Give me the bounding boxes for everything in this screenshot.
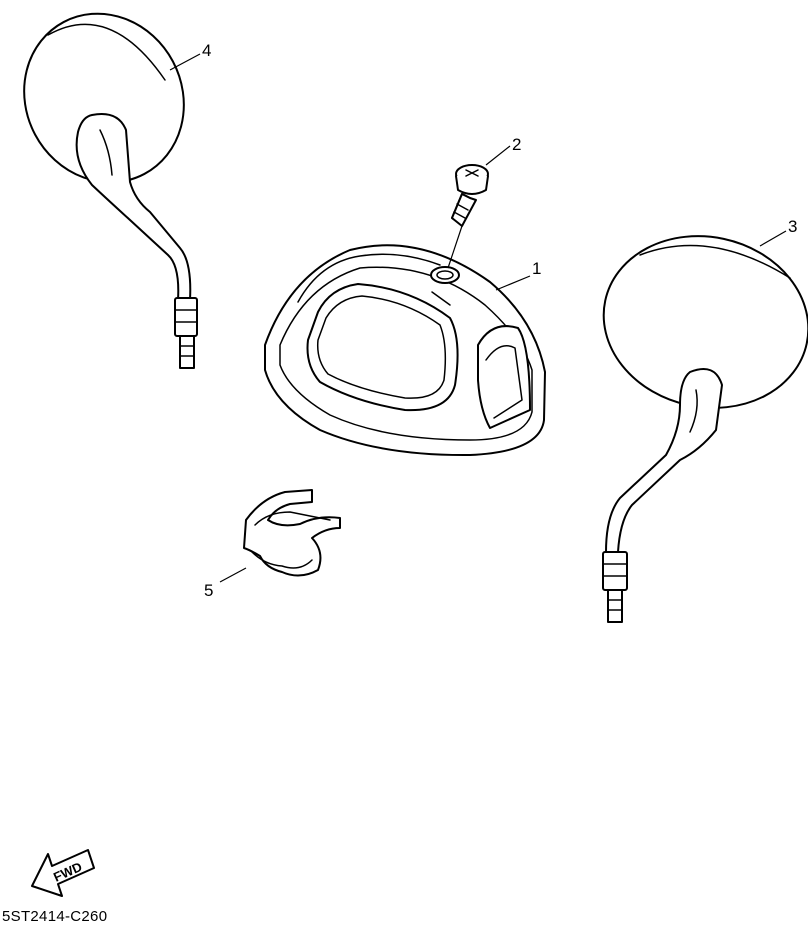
leader-2-axis bbox=[447, 225, 463, 269]
leader-5 bbox=[219, 567, 247, 583]
diagram-code: 5ST2414-C260 bbox=[2, 908, 108, 925]
leader-3 bbox=[759, 230, 787, 247]
part-4-left-mirror bbox=[23, 12, 198, 369]
part-3-right-mirror bbox=[602, 235, 808, 623]
callout-4: 4 bbox=[202, 41, 211, 60]
fwd-arrow-icon: FWD bbox=[31, 849, 95, 897]
leader-1 bbox=[495, 275, 531, 291]
part-2-screw bbox=[451, 164, 489, 227]
leader-4 bbox=[169, 53, 201, 71]
callout-5: 5 bbox=[204, 581, 213, 600]
callout-2: 2 bbox=[512, 135, 521, 154]
callout-3: 3 bbox=[788, 217, 797, 236]
part-5-clamp bbox=[243, 489, 341, 577]
fwd-label: FWD bbox=[51, 859, 84, 885]
callout-1: 1 bbox=[532, 259, 541, 278]
part-1-meter-cover bbox=[264, 244, 546, 457]
leader-2 bbox=[485, 145, 511, 166]
